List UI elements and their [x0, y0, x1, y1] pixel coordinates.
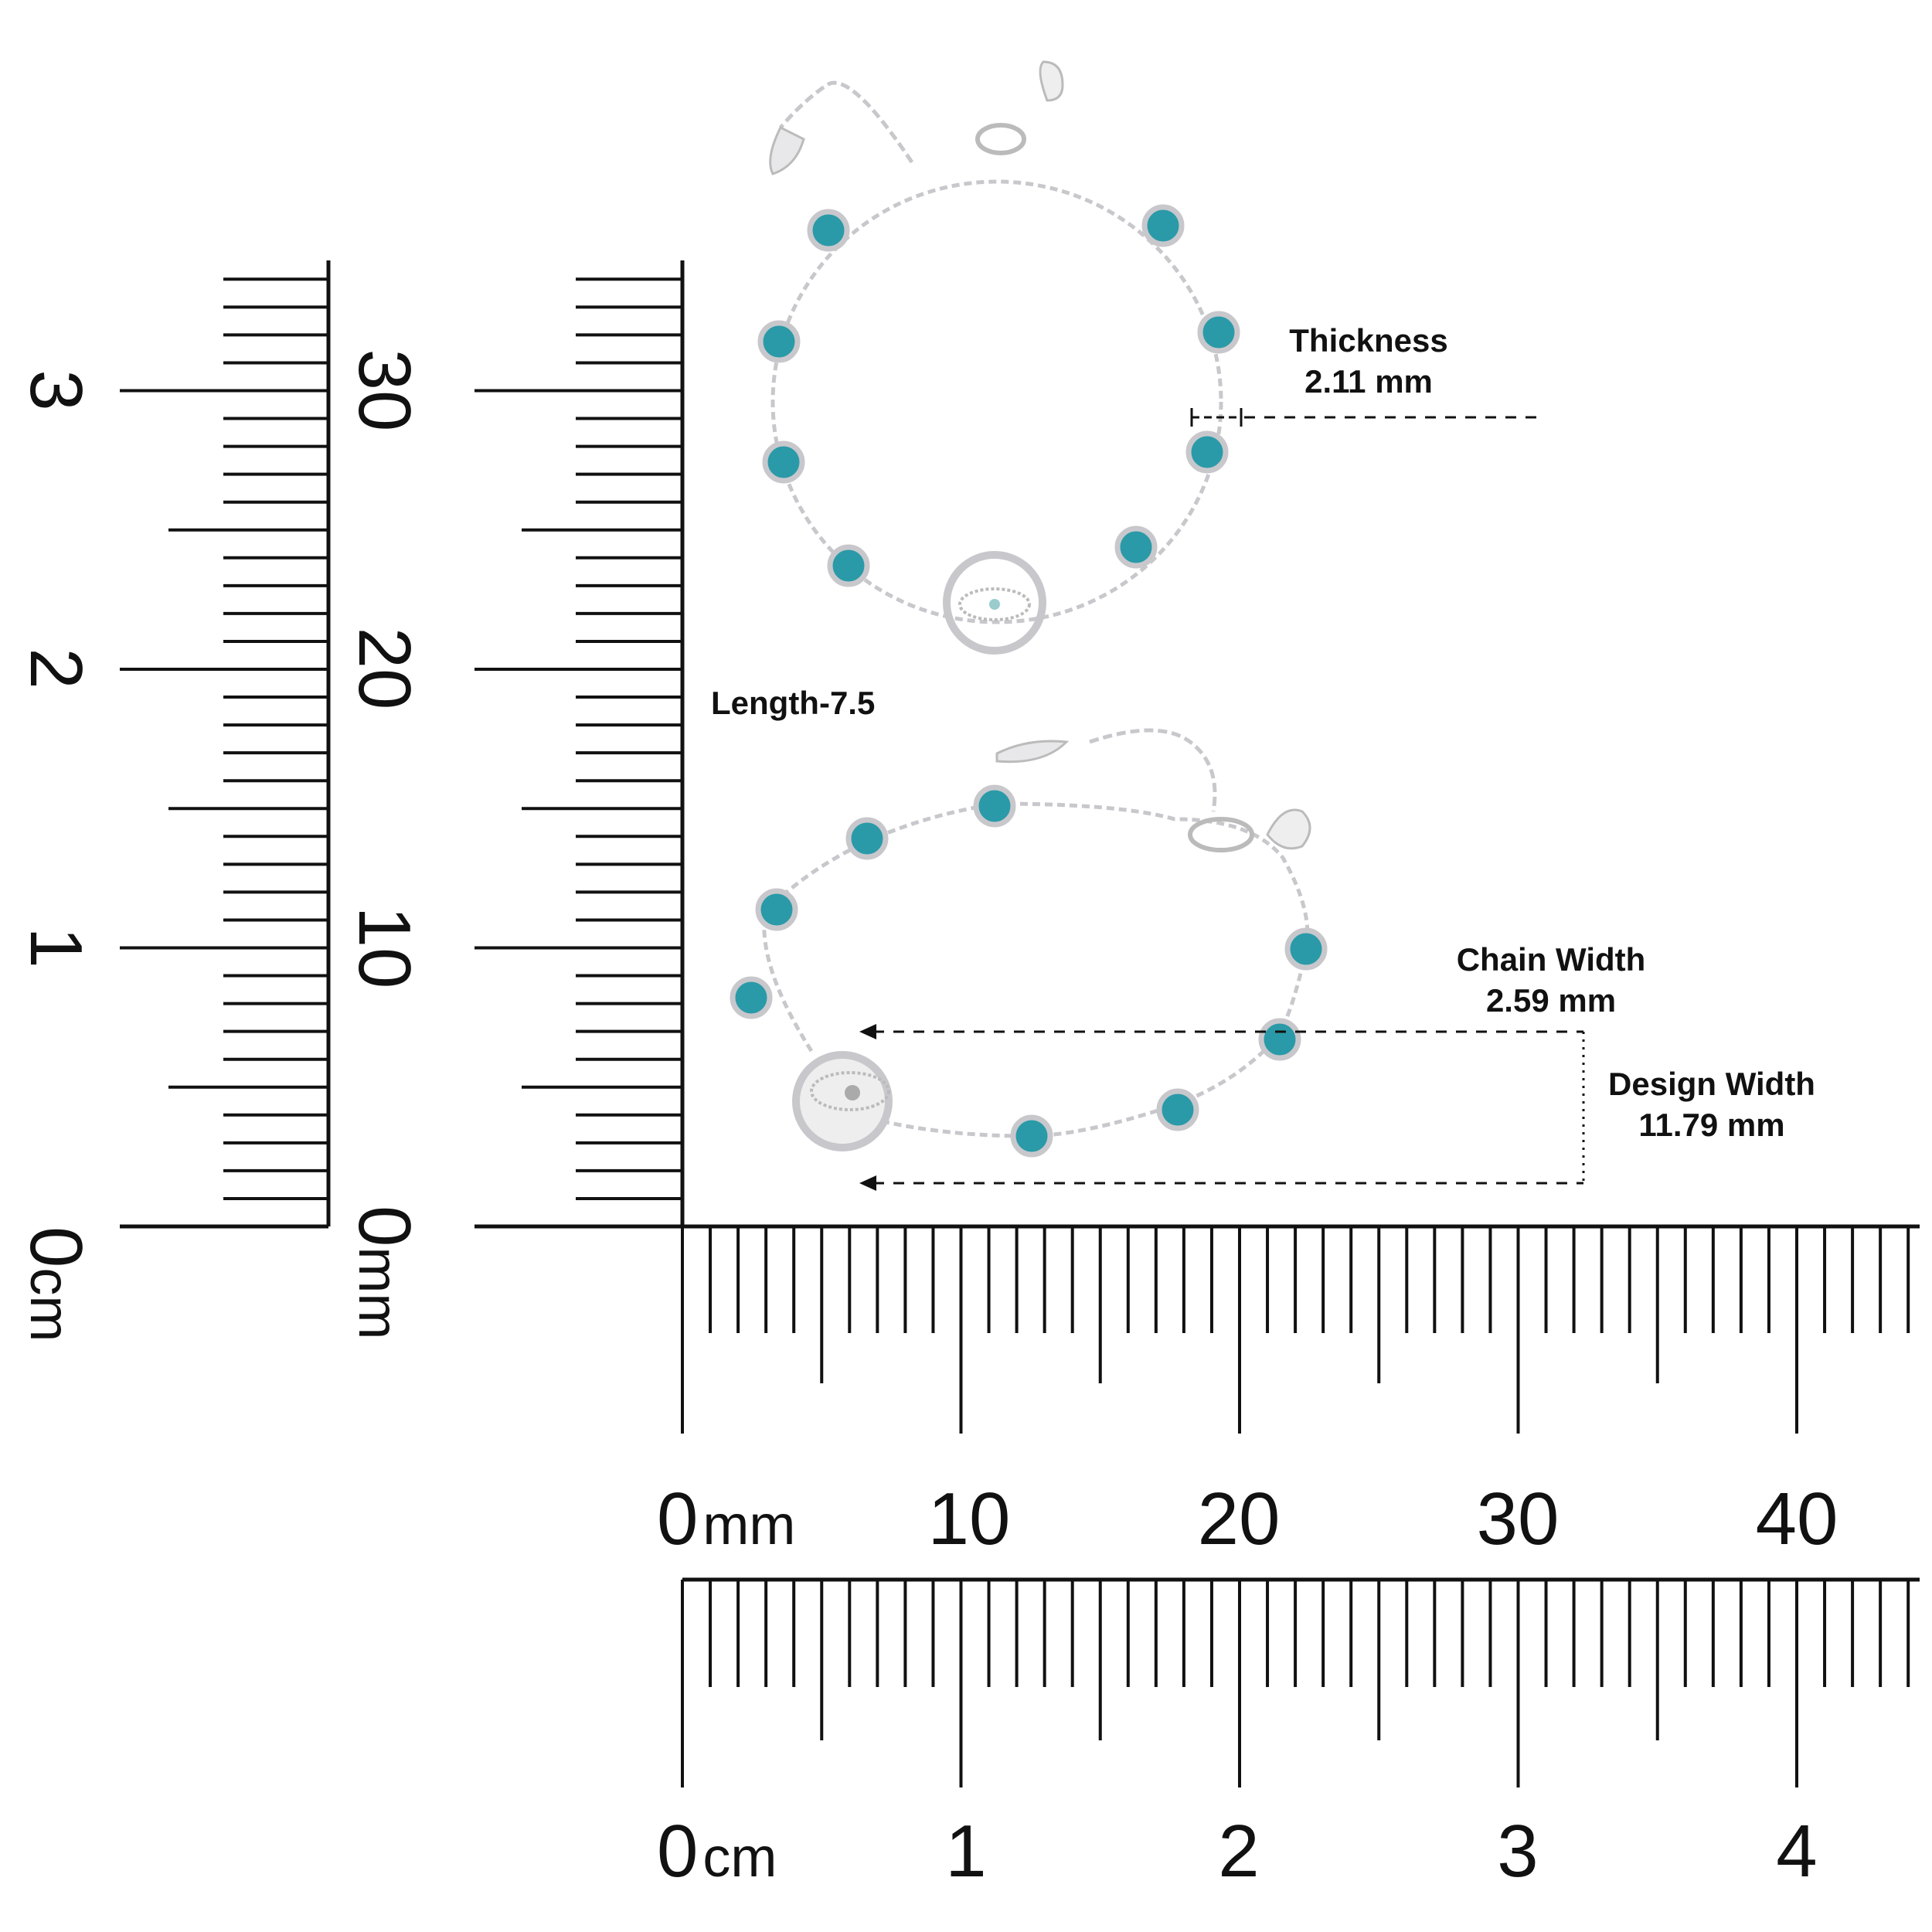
stone [1185, 430, 1229, 474]
chain-width-value: 2.59 mm [1486, 982, 1616, 1019]
thickness-value: 2.11 mm [1304, 363, 1433, 400]
stone [755, 888, 798, 931]
stone [757, 320, 801, 363]
label: 4 [1776, 1810, 1817, 1893]
length-label: Length-7.5 [711, 685, 875, 721]
label: 10 [343, 906, 426, 989]
arrow-left-icon [859, 1175, 876, 1191]
arrow-left-icon [859, 1024, 876, 1039]
design-width-label: Design Width [1608, 1066, 1815, 1102]
svg-text:0mm: 0mm [343, 1206, 426, 1339]
width-annotations: Chain Width 2.59 mm Design Width 11.79 m… [859, 941, 1815, 1191]
stone [827, 544, 870, 587]
label: 2 [1218, 1810, 1259, 1893]
design-width-value: 11.79 mm [1638, 1107, 1784, 1143]
bracelet-top-view [769, 60, 1223, 655]
label: 20 [1198, 1478, 1281, 1560]
chain-width-label: Chain Width [1457, 941, 1646, 978]
stone [1114, 526, 1158, 569]
label: 10 [928, 1478, 1011, 1560]
horizontal-mm-labels: 0mm 10 20 30 40 [657, 1478, 1838, 1560]
label: 1 [15, 927, 97, 968]
thickness-label: Thickness [1289, 322, 1447, 359]
stone [1197, 311, 1240, 354]
stone [730, 976, 773, 1019]
stone [1141, 204, 1185, 247]
label: 40 [1756, 1478, 1838, 1560]
stone [1156, 1088, 1199, 1131]
stone [1258, 1018, 1301, 1061]
stone [1010, 1114, 1053, 1158]
stone [762, 440, 805, 484]
label: 3 [1497, 1810, 1538, 1893]
ruler-ticks [120, 260, 1920, 1787]
vertical-mm-labels: 0mm 10 20 30 [343, 349, 426, 1340]
thickness-annotation: Thickness 2.11 mm [1190, 322, 1542, 427]
stone [1284, 927, 1328, 971]
label: 20 [343, 628, 426, 710]
label: 1 [945, 1810, 986, 1893]
label: 3 [15, 369, 97, 410]
stone [807, 209, 850, 252]
label: 0 [657, 1478, 698, 1560]
svg-text:0mm: 0mm [657, 1478, 795, 1560]
bracelet-side-view [762, 728, 1311, 1151]
vertical-cm-labels: 0cm 1 2 3 [15, 369, 97, 1342]
label: 30 [1477, 1478, 1560, 1560]
horizontal-cm-labels: 0cm 1 2 3 4 [657, 1810, 1818, 1893]
stones-top [757, 204, 1240, 587]
svg-text:0cm: 0cm [657, 1810, 777, 1893]
svg-text:0cm: 0cm [15, 1226, 97, 1342]
stone [845, 817, 889, 860]
label: 30 [343, 349, 426, 432]
label: 2 [15, 648, 97, 689]
stones-bottom [730, 784, 1328, 1158]
label: 0 [15, 1226, 97, 1267]
label: 0 [343, 1206, 426, 1247]
label: 0 [657, 1810, 698, 1893]
stone [973, 784, 1016, 828]
